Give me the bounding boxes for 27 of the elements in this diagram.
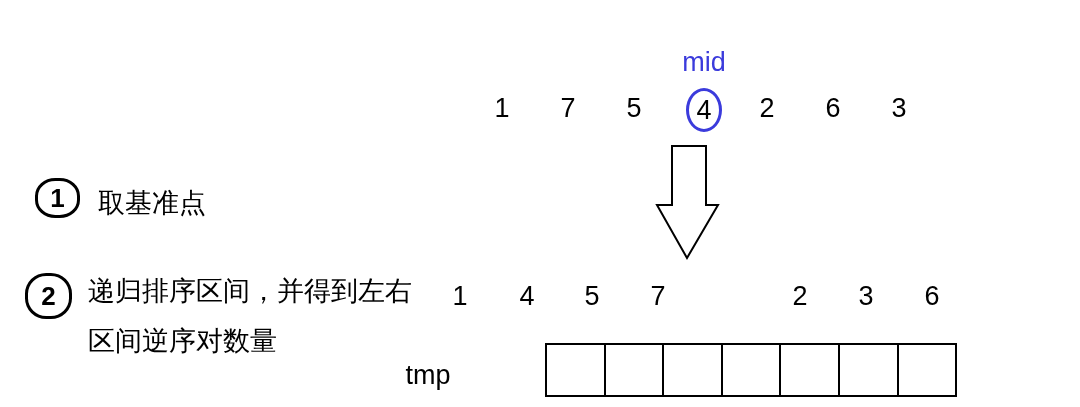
number-label: 5 [626, 93, 642, 123]
step-text: 递归排序区间，并得到左右区间逆序对数量 [88, 275, 413, 358]
step-marker: 2 [25, 273, 72, 319]
array-cell [779, 343, 840, 397]
number-label: 7 [560, 93, 576, 123]
array-cell [662, 343, 723, 397]
array-cell [603, 343, 665, 397]
step-marker: 1 [35, 178, 80, 218]
number-label: 4 [519, 281, 535, 311]
array-cell [838, 343, 899, 397]
array-cell [896, 343, 958, 397]
array-name: tmp [405, 360, 451, 390]
number-label: 6 [825, 93, 841, 123]
number-label: 3 [858, 281, 874, 311]
number-label: 3 [891, 93, 907, 123]
number-label: 2 [759, 93, 775, 123]
number-label: 2 [792, 281, 808, 311]
circled-number: 4 [686, 88, 722, 132]
number-label: 7 [650, 281, 666, 311]
step-text: 取基准点 [98, 187, 206, 220]
number-label: 1 [452, 281, 468, 311]
number-label: 1 [494, 93, 510, 123]
number-label: 5 [584, 281, 600, 311]
number-label: 6 [924, 281, 940, 311]
array-cell [545, 343, 606, 397]
pointer-label: mid [682, 47, 726, 77]
array-cell [720, 343, 782, 397]
